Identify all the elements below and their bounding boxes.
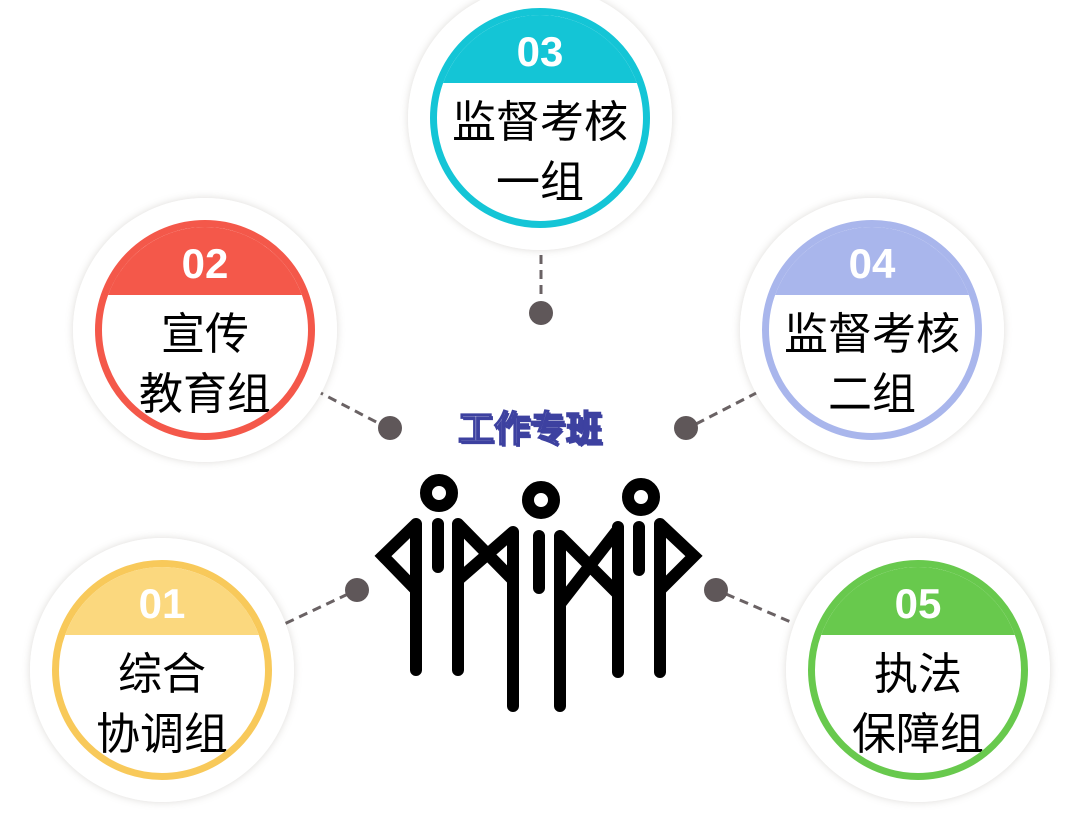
group-label: 宣传教育组 bbox=[102, 305, 308, 425]
person-head-2 bbox=[522, 481, 560, 519]
person-body-3 bbox=[612, 518, 703, 678]
group-03-cap: 03 bbox=[437, 15, 643, 83]
group-04-badge: 04 监督考核二组 bbox=[740, 198, 1004, 462]
connector-dot-01 bbox=[345, 578, 369, 602]
connector-dot-02 bbox=[378, 416, 402, 440]
person-head-1 bbox=[420, 474, 458, 512]
group-03-ring: 03 监督考核一组 bbox=[430, 8, 650, 228]
group-label-line1: 监督考核 bbox=[784, 309, 960, 360]
group-05-badge: 05 执法保障组 bbox=[786, 538, 1050, 802]
group-label-line1: 宣传 bbox=[161, 309, 249, 360]
group-label: 执法保障组 bbox=[815, 645, 1021, 765]
person-head-3 bbox=[622, 478, 660, 516]
person-body-2 bbox=[533, 526, 622, 712]
connector-dot-05 bbox=[704, 578, 728, 602]
group-label-line2: 一组 bbox=[496, 157, 584, 208]
group-03-badge: 03 监督考核一组 bbox=[408, 0, 672, 250]
group-label: 监督考核二组 bbox=[769, 305, 975, 425]
group-label: 综合协调组 bbox=[59, 645, 265, 765]
group-02-ring: 02 宣传教育组 bbox=[95, 220, 315, 440]
group-01-cap: 01 bbox=[59, 567, 265, 635]
group-05-ring: 05 执法保障组 bbox=[808, 560, 1028, 780]
group-label-line2: 协调组 bbox=[96, 709, 228, 760]
group-02-cap: 02 bbox=[102, 227, 308, 295]
connector-05 bbox=[725, 592, 801, 628]
connector-dot-03 bbox=[529, 301, 553, 325]
group-01-badge: 01 综合协调组 bbox=[30, 538, 294, 802]
center-title: 工作专班 bbox=[457, 408, 603, 451]
group-label-line2: 保障组 bbox=[852, 709, 984, 760]
group-label-line1: 综合 bbox=[118, 649, 206, 700]
group-label-line1: 执法 bbox=[874, 649, 962, 700]
connector-dot-04 bbox=[674, 416, 698, 440]
group-04-cap: 04 bbox=[769, 227, 975, 295]
group-label-line2: 教育组 bbox=[139, 369, 271, 420]
group-number: 02 bbox=[181, 240, 229, 287]
connector-04 bbox=[695, 388, 763, 426]
group-number: 03 bbox=[516, 28, 564, 75]
group-number: 01 bbox=[138, 580, 186, 627]
connector-02 bbox=[314, 388, 381, 426]
group-04-ring: 04 监督考核二组 bbox=[762, 220, 982, 440]
group-05-cap: 05 bbox=[815, 567, 1021, 635]
group-label: 监督考核一组 bbox=[437, 93, 643, 213]
group-number: 04 bbox=[848, 240, 896, 287]
group-02-badge: 02 宣传教育组 bbox=[73, 198, 337, 462]
connector-01 bbox=[279, 592, 349, 628]
person-body-1 bbox=[374, 518, 519, 712]
group-label-line1: 监督考核 bbox=[452, 97, 628, 148]
group-label-line2: 二组 bbox=[828, 369, 916, 420]
group-01-ring: 01 综合协调组 bbox=[52, 560, 272, 780]
group-number: 05 bbox=[894, 580, 942, 627]
